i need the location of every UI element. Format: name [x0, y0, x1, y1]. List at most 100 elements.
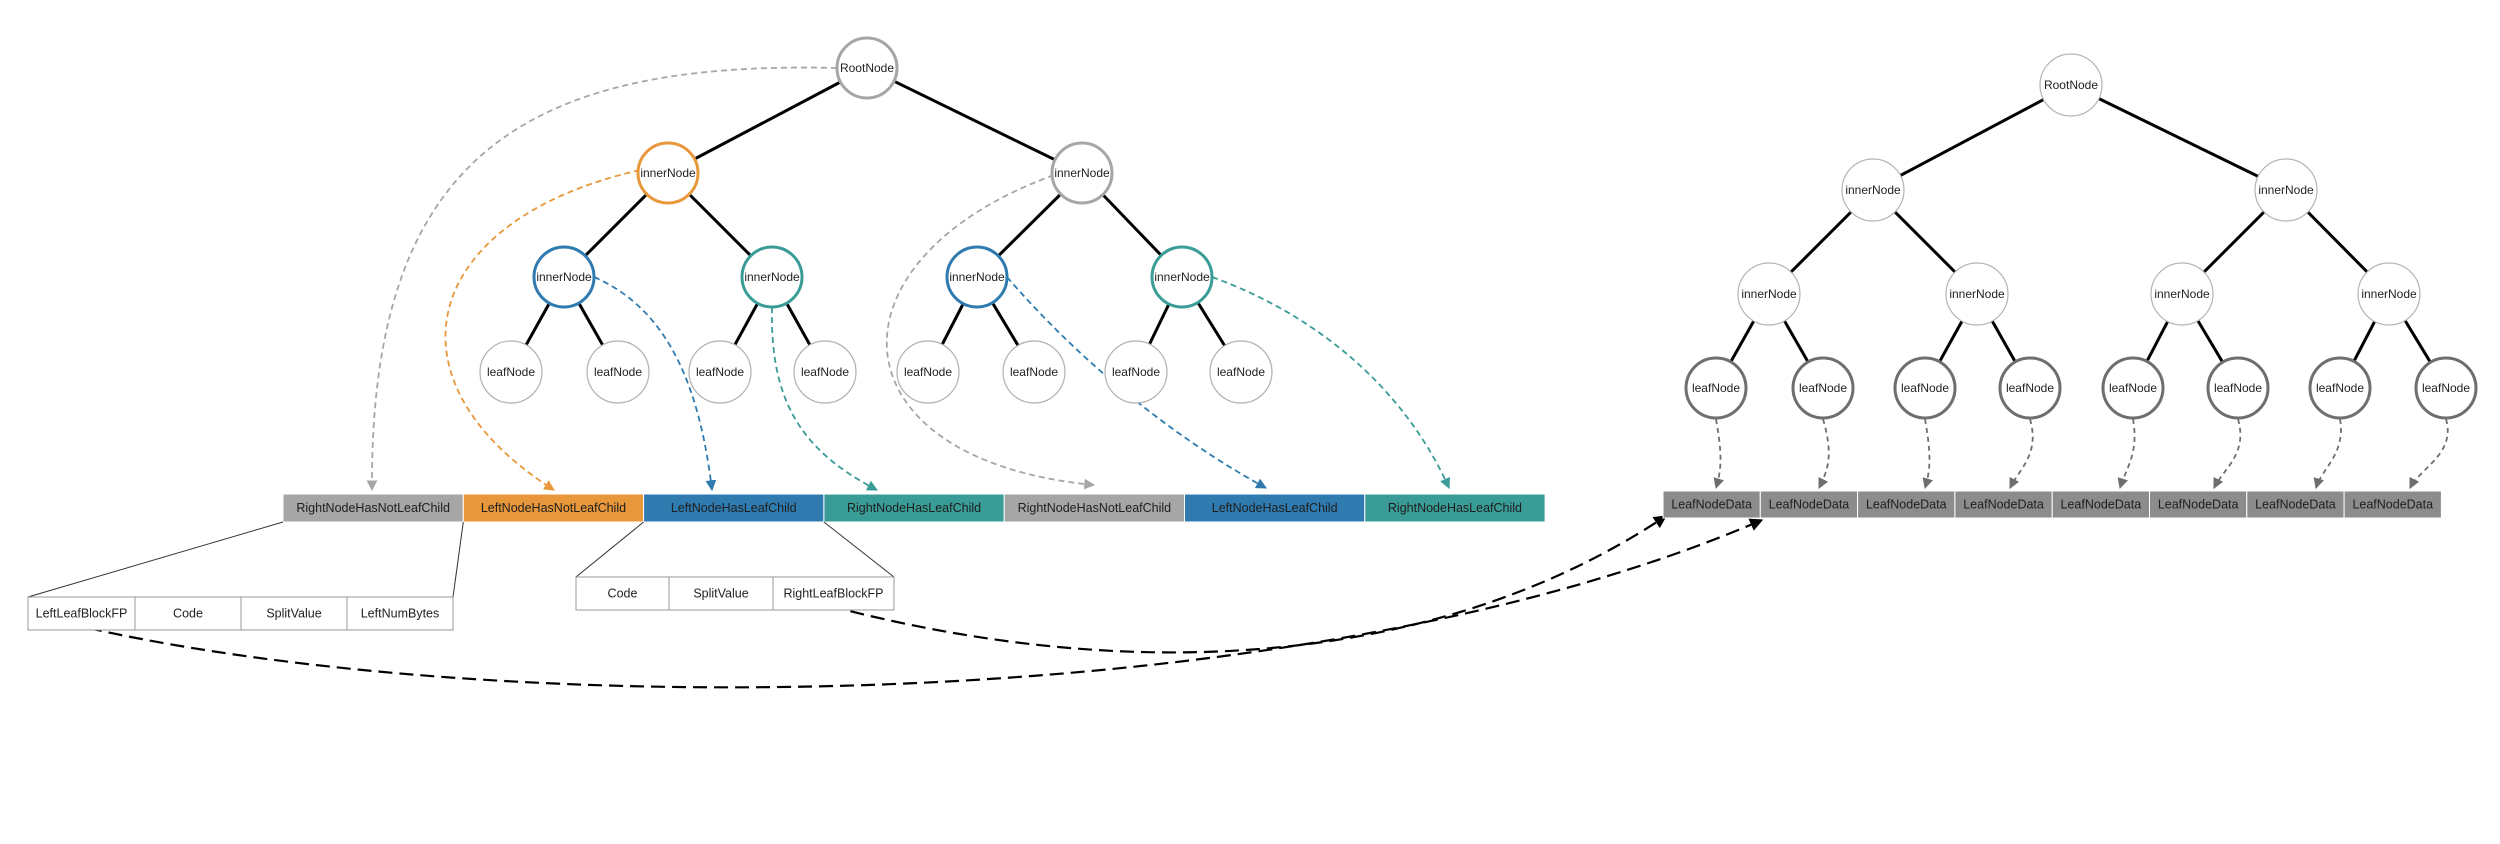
arrow-leftleafblockfp-to-leaf-data	[87, 518, 1764, 689]
leaf-data-cell-3: LeafNodeData	[1954, 490, 2053, 519]
left-inner-node-l2-2-circle	[945, 245, 1009, 309]
detail-not-leaf-field-3: LeftNumBytes	[346, 596, 454, 631]
right-leaf-node-3: leafNode	[1998, 356, 2062, 420]
leaf-data-cell-5: LeafNodeData	[2149, 490, 2248, 519]
leaf-data-cell-label: LeafNodeData	[2158, 498, 2239, 512]
leaf-data-cell-7: LeafNodeData	[2343, 490, 2442, 519]
node-array-cell-bg	[1184, 493, 1366, 523]
left-inner-node-l1-1: innerNode	[1050, 141, 1114, 205]
leaf-data-cell-0: LeafNodeData	[1662, 490, 1761, 519]
left-inner-node-l2-0-circle	[532, 245, 596, 309]
node-array-cell-6: RightNodeHasLeafChild	[1364, 493, 1546, 523]
node-array-cell-bg	[1364, 493, 1546, 523]
left-leaf-node-6-circle	[1104, 340, 1168, 404]
arrow-inner-l1-1-to-array-4	[885, 174, 1096, 490]
right-inner-node-l2-1-circle	[1945, 262, 2009, 326]
left-leaf-node-5-label: leafNode	[1010, 365, 1058, 379]
arrow-right-leaf-6-to-leaf-data	[2313, 418, 2342, 490]
node-array-cell-label: RightNodeHasLeafChild	[1388, 501, 1522, 515]
leaf-data-cell-1: LeafNodeData	[1759, 490, 1859, 519]
left-leaf-node-3-circle	[793, 340, 857, 404]
node-array-cell-bg	[823, 493, 1005, 523]
right-leaf-node-5-circle	[2206, 356, 2270, 420]
node-array-cell-bg	[282, 493, 464, 523]
detail-left-connector-b	[452, 521, 464, 598]
detail-field-label: SplitValue	[693, 587, 748, 601]
right-root-node: RootNode	[2039, 53, 2103, 117]
leaf-data-cell-bg	[1662, 490, 1761, 519]
right-root-node-circle	[2039, 53, 2103, 117]
node-array-cell-label: RightNodeHasNotLeafChild	[1018, 501, 1172, 515]
leaf-data-cell-bg	[1759, 490, 1859, 519]
node-array-cell-1: LeftNodeHasNotLeafChild	[462, 493, 645, 523]
left-leaf-node-7-label: leafNode	[1217, 365, 1265, 379]
right-leaf-node-2: leafNode	[1893, 356, 1957, 420]
left-leaf-node-6: leafNode	[1104, 340, 1168, 404]
detail-field-box	[240, 596, 348, 631]
left-inner-node-l1-0-circle	[636, 141, 700, 205]
left-inner-node-l2-3-circle	[1150, 245, 1214, 309]
detail-leaf-field-0: Code	[575, 576, 670, 611]
detail-right-connector-b	[823, 521, 895, 578]
leaf-data-cell-2: LeafNodeData	[1857, 490, 1956, 519]
leaf-data-cell-label: LeafNodeData	[2352, 498, 2433, 512]
leaf-data-cell-label: LeafNodeData	[1769, 498, 1850, 512]
leaf-data-cell-label: LeafNodeData	[2255, 498, 2336, 512]
arrow-right-leaf-7-to-leaf-data	[2409, 418, 2449, 489]
right-leaf-node-6-circle	[2308, 356, 2372, 420]
left-inner-node-l1-1-label: innerNode	[1054, 166, 1110, 180]
right-inner-node-l1-1: innerNode	[2254, 158, 2318, 222]
left-inner-node-l2-3: innerNode	[1150, 245, 1214, 309]
left-leaf-node-4-label: leafNode	[904, 365, 952, 379]
left-leaf-node-1-label: leafNode	[594, 365, 642, 379]
left-inner-node-l2-0-label: innerNode	[536, 270, 592, 284]
left-leaf-node-0-label: leafNode	[487, 365, 535, 379]
right-inner-node-l2-3: innerNode	[2357, 262, 2421, 326]
right-leaf-node-0-label: leafNode	[1692, 381, 1740, 395]
left-leaf-node-5: leafNode	[1002, 340, 1066, 404]
right-leaf-node-7-label: leafNode	[2422, 381, 2470, 395]
detail-not-leaf-field-1: Code	[134, 596, 242, 631]
left-leaf-node-2: leafNode	[688, 340, 752, 404]
arrow-right-leaf-0-to-leaf-data	[1713, 418, 1724, 490]
arrow-right-leaf-2-to-leaf-data	[1922, 418, 1933, 490]
leaf-data-cell-label: LeafNodeData	[1963, 498, 2044, 512]
right-inner-node-l2-0: innerNode	[1737, 262, 1801, 326]
left-inner-node-l1-1-circle	[1050, 141, 1114, 205]
node-array-cell-label: RightNodeHasLeafChild	[847, 501, 981, 515]
detail-field-label: SplitValue	[266, 607, 321, 621]
right-leaf-node-1: leafNode	[1791, 356, 1855, 420]
right-inner-node-l2-3-circle	[2357, 262, 2421, 326]
leaf-data-cell-label: LeafNodeData	[2061, 498, 2142, 512]
right-leaf-node-5: leafNode	[2206, 356, 2270, 420]
left-inner-node-l2-1: innerNode	[740, 245, 804, 309]
arrow-rightleafblockfp-to-leaf-data	[829, 515, 1668, 654]
node-array-cell-label: LeftNodeHasLeafChild	[1212, 501, 1338, 515]
detail-field-label: RightLeafBlockFP	[783, 587, 883, 601]
detail-leaf-field-2: RightLeafBlockFP	[772, 576, 895, 611]
left-inner-node-l2-2: innerNode	[945, 245, 1009, 309]
right-leaf-node-6-label: leafNode	[2316, 381, 2364, 395]
left-root-node: RootNode	[835, 36, 899, 100]
left-leaf-node-3-label: leafNode	[801, 365, 849, 379]
node-array-cell-bg	[462, 493, 645, 523]
detail-not-leaf-field-0: LeftLeafBlockFP	[27, 596, 136, 631]
node-array-cell-3: RightNodeHasLeafChild	[823, 493, 1005, 523]
leaf-data-cell-bg	[2343, 490, 2442, 519]
left-inner-node-l2-1-label: innerNode	[744, 270, 800, 284]
arrow-inner-l2-3-to-array-6	[1211, 276, 1450, 489]
right-leaf-node-6: leafNode	[2308, 356, 2372, 420]
arrow-inner-l2-1-to-array-3	[771, 306, 878, 491]
leaf-data-cell-label: LeafNodeData	[1671, 498, 1752, 512]
right-leaf-node-4-circle	[2101, 356, 2165, 420]
right-inner-node-l2-0-circle	[1737, 262, 1801, 326]
right-inner-node-l1-0-label: innerNode	[1845, 183, 1901, 197]
leaf-data-cell-bg	[2246, 490, 2345, 519]
detail-field-box	[668, 576, 774, 611]
left-root-node-label: RootNode	[840, 61, 894, 75]
right-inner-node-l2-3-label: innerNode	[2361, 287, 2417, 301]
detail-field-label: LeftNumBytes	[361, 607, 440, 621]
detail-field-label: LeftLeafBlockFP	[36, 607, 128, 621]
node-array-cell-4: RightNodeHasNotLeafChild	[1003, 493, 1186, 523]
